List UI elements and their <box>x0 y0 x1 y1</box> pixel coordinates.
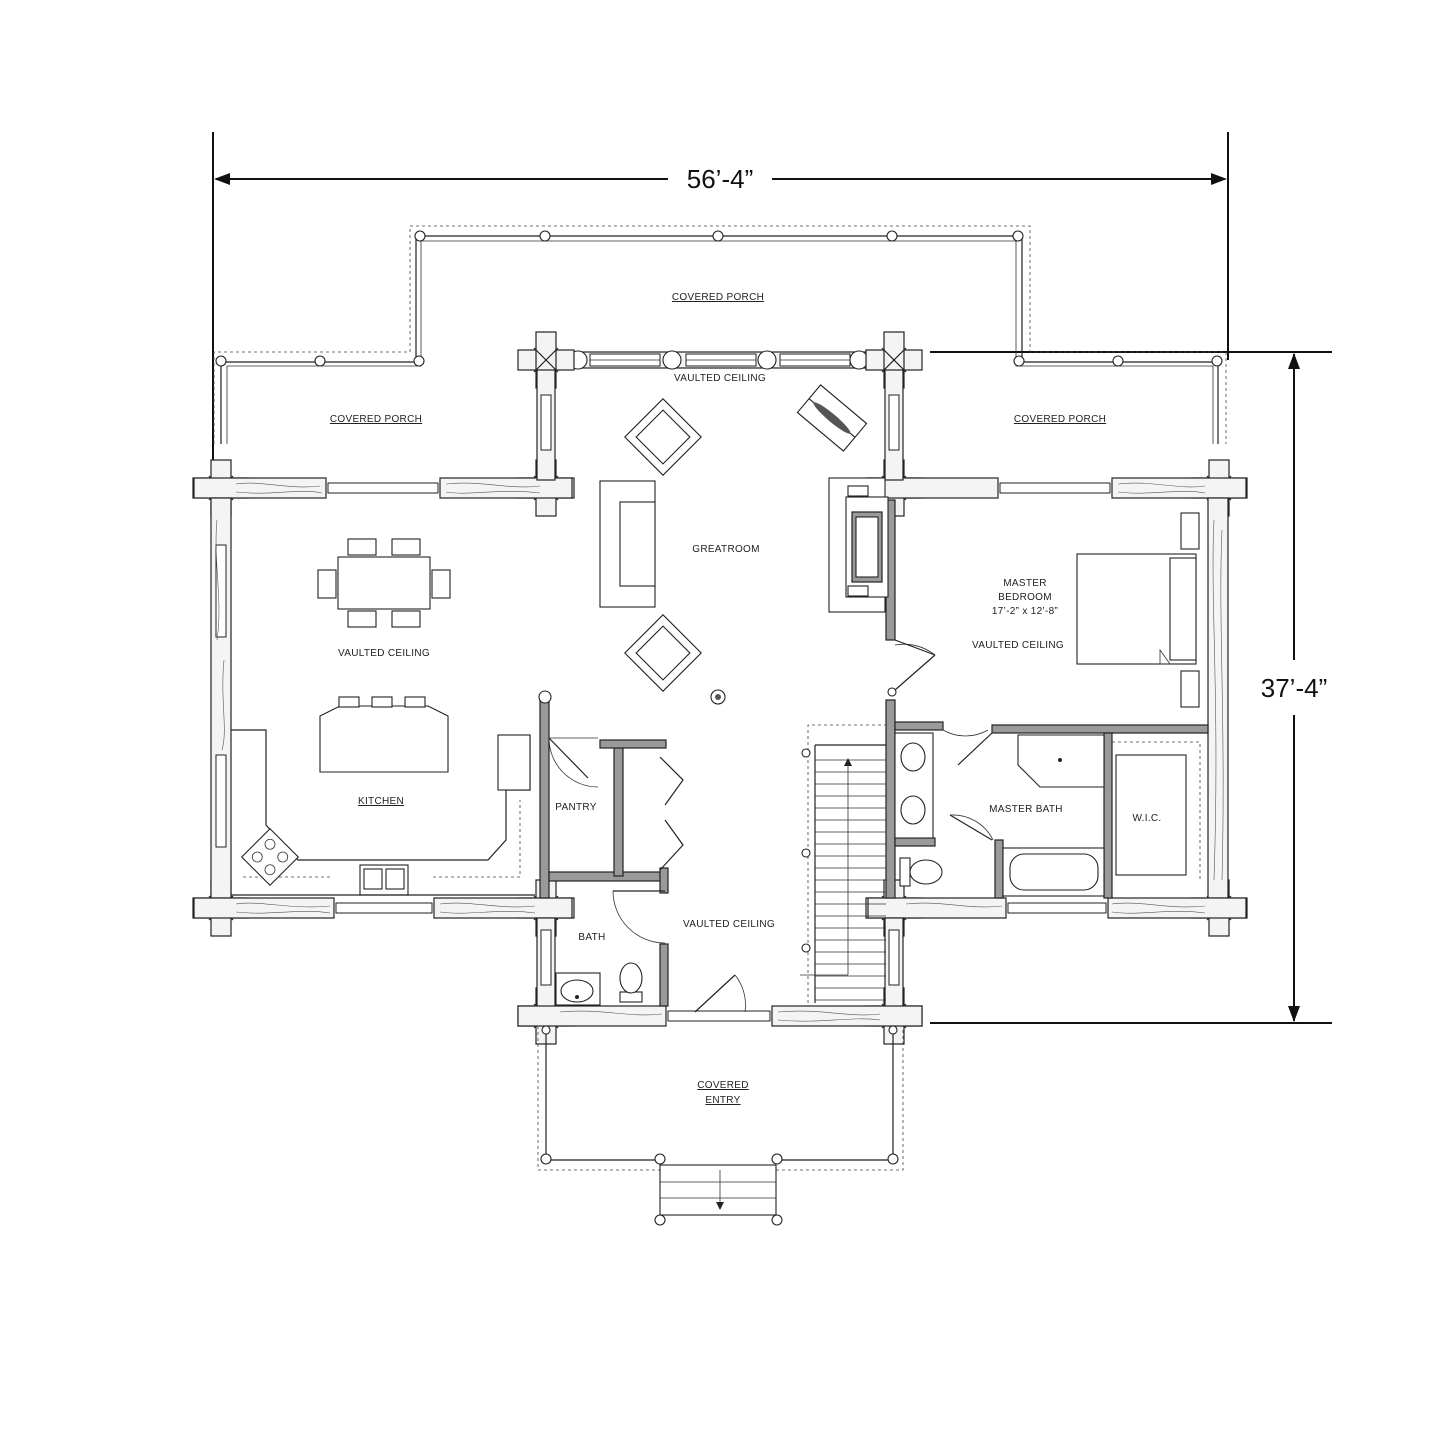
label-pantry: PANTRY <box>555 802 596 813</box>
half-bath-fixtures <box>555 962 643 1006</box>
interior-walls <box>539 499 1209 1007</box>
sofa <box>599 480 656 608</box>
label-porch-top: COVERED PORCH <box>672 292 764 303</box>
log-corners <box>192 331 1248 1045</box>
room-labels: COVERED PORCH COVERED PORCH COVERED PORC… <box>330 292 1161 1106</box>
depth-dimension-label: 37’-4” <box>1261 673 1327 703</box>
porch-outline <box>213 225 1227 444</box>
label-entry-1: COVERED <box>697 1080 749 1091</box>
label-greatroom: GREATROOM <box>692 544 760 555</box>
cooktop <box>240 827 300 887</box>
fireplace <box>828 477 889 613</box>
floor-lamp <box>710 689 726 705</box>
staircase <box>800 724 886 1003</box>
greatroom-furniture <box>538 384 897 705</box>
label-vaulted-greatroom: VAULTED CEILING <box>674 373 766 384</box>
wood-grain <box>215 482 1224 1022</box>
kitchen-fixtures <box>231 696 535 896</box>
porch-posts <box>215 230 1223 367</box>
doors <box>548 639 994 1013</box>
label-master-bedroom-1: MASTER <box>1003 578 1046 589</box>
label-master-bath: MASTER BATH <box>989 804 1063 815</box>
armchair-bottom <box>624 614 702 692</box>
label-bath: BATH <box>578 932 605 943</box>
dimension-width: 56’-4” <box>212 132 1229 460</box>
label-wic: W.I.C. <box>1132 813 1161 824</box>
label-vaulted-master: VAULTED CEILING <box>972 640 1064 651</box>
label-kitchen: KITCHEN <box>358 796 404 807</box>
label-master-bedroom-2: BEDROOM <box>998 592 1052 603</box>
master-bed <box>1076 512 1200 708</box>
dining-table <box>317 538 451 628</box>
label-vaulted-hall: VAULTED CEILING <box>683 919 775 930</box>
master-bath-fixtures <box>894 732 1201 897</box>
armchair-top <box>624 398 702 476</box>
kitchen-sink <box>359 864 409 896</box>
rocking-chair <box>796 384 868 452</box>
label-porch-right: COVERED PORCH <box>1014 414 1106 425</box>
dimension-depth: 37’-4” <box>930 351 1332 1024</box>
covered-entry <box>537 1025 904 1226</box>
greatroom-front-wall <box>554 350 886 370</box>
label-master-bedroom-size: 17’-2” x 12’-8” <box>992 606 1058 617</box>
width-dimension-label: 56’-4” <box>687 164 753 194</box>
label-porch-left: COVERED PORCH <box>330 414 422 425</box>
label-vaulted-kitchen: VAULTED CEILING <box>338 648 430 659</box>
label-entry-2: ENTRY <box>705 1095 740 1106</box>
